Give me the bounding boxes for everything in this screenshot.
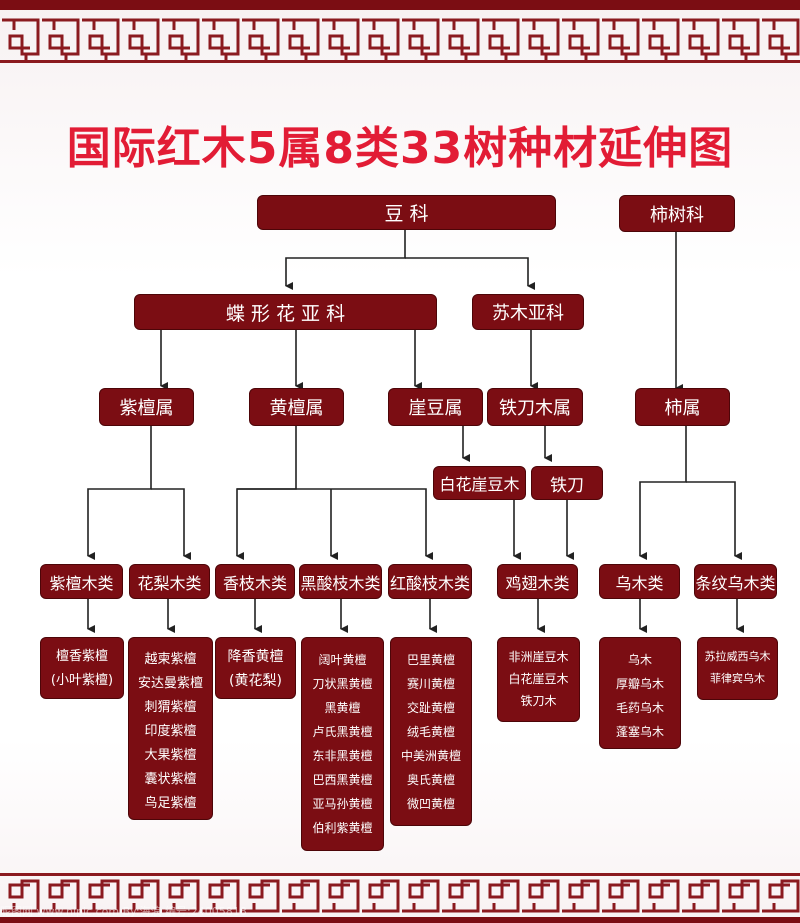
leaf-xiangzhimu-species: 降香黄檀 (黄花梨) (215, 637, 296, 699)
node-zitanmulei: 紫檀木类 (40, 564, 123, 599)
node-tiedao: 铁刀 (531, 466, 603, 500)
species-item: (小叶紫檀) (50, 673, 114, 688)
node-shishuke: 柿树科 (619, 195, 735, 232)
leaf-zitanmu-species: 檀香紫檀 (小叶紫檀) (40, 637, 124, 699)
leaf-hongsuanzhimu-species: 巴里黄檀 赛川黄檀 交趾黄檀 绒毛黄檀 中美洲黄檀 奥氏黄檀 微凹黄檀 (390, 637, 472, 826)
species-item: 非洲崖豆木 (508, 650, 569, 664)
leaf-wumu-species: 乌木 厚瓣乌木 毛药乌木 蓬塞乌木 (599, 637, 681, 749)
node-zitanshu: 紫檀属 (99, 388, 194, 426)
bottom-lattice-border (0, 873, 800, 923)
node-yadoushu: 崖豆属 (388, 388, 483, 426)
node-huangtanshu: 黄檀属 (249, 388, 344, 426)
species-item: 铁刀木 (520, 694, 557, 708)
species-item: 中美洲黄檀 (400, 749, 461, 763)
node-jichimulei: 鸡翅木类 (497, 564, 578, 599)
species-item: 奥氏黄檀 (406, 773, 455, 787)
species-item: 卢氏黑黄檀 (312, 725, 373, 739)
leaf-hualimu-species: 越柬紫檀 安达曼紫檀 刺猬紫檀 印度紫檀 大果紫檀 囊状紫檀 鸟足紫檀 (128, 637, 213, 820)
species-item: 安达曼紫檀 (137, 676, 203, 691)
species-item: 阔叶黄檀 (318, 653, 367, 667)
species-item: 伯利紫黄檀 (312, 821, 373, 835)
node-hualimulei: 花梨木类 (129, 564, 210, 599)
species-item: 绒毛黄檀 (406, 725, 455, 739)
leaf-heisuanzhimu-species: 阔叶黄檀 刀状黑黄檀 黑黄檀 卢氏黑黄檀 东非黑黄檀 巴西黑黄檀 亚马孙黄檀 伯… (301, 637, 384, 851)
species-item: 刀状黑黄檀 (312, 677, 373, 691)
species-item: 降香黄檀 (227, 649, 284, 665)
species-item: 毛药乌木 (615, 701, 664, 715)
species-item: 蓬塞乌木 (615, 725, 664, 739)
node-tiaowenwumulei: 条纹乌木类 (694, 564, 777, 599)
node-hongsuanzhimulei: 红酸枝木类 (388, 564, 472, 599)
species-item: 赛川黄檀 (406, 677, 455, 691)
node-diexinghuayake: 蝶 形 花 亚 科 (134, 294, 437, 330)
species-item: 白花崖豆木 (508, 672, 569, 686)
species-item: 大果紫檀 (144, 748, 197, 763)
node-baihuayadoumu: 白花崖豆木 (433, 466, 526, 500)
species-item: 檀香紫檀 (55, 649, 108, 664)
species-item: 印度紫檀 (144, 724, 197, 739)
species-item: 苏拉威西乌木 (704, 650, 771, 663)
species-item: 菲律宾乌木 (710, 672, 765, 685)
node-shishu: 柿属 (635, 388, 730, 426)
species-item: 东非黑黄檀 (312, 749, 373, 763)
node-xiangzhimulei: 香枝木类 (215, 564, 295, 599)
node-sumuyake: 苏木亚科 (472, 294, 584, 330)
node-wumulei: 乌木类 (599, 564, 680, 599)
node-heisuanzhimulei: 黑酸枝木类 (299, 564, 382, 599)
species-item: 巴里黄檀 (406, 653, 455, 667)
species-item: 微凹黄檀 (406, 797, 455, 811)
species-item: 交趾黄檀 (406, 701, 455, 715)
leaf-jichimu-species: 非洲崖豆木 白花崖豆木 铁刀木 (497, 637, 580, 722)
species-item: 鸟足紫檀 (144, 796, 197, 811)
species-item: 黑黄檀 (324, 701, 361, 715)
page-title: 国际红木5属8类33树种材延伸图 (66, 123, 734, 174)
species-item: 乌木 (627, 653, 652, 667)
species-item: 亚马孙黄檀 (312, 797, 373, 811)
leaf-tiaowenwumu-species: 苏拉威西乌木 菲律宾乌木 (697, 637, 778, 700)
species-item: 越柬紫檀 (144, 652, 197, 667)
species-item: 巴西黑黄檀 (312, 773, 373, 787)
top-lattice-border (0, 0, 800, 63)
species-item: 厚瓣乌木 (615, 677, 664, 691)
watermark: 昵图网 www.nipic.com By:海浪 编号:24005818 (0, 905, 247, 918)
species-item: (黄花梨) (229, 673, 282, 689)
node-douke: 豆 科 (257, 195, 556, 230)
node-tiedaomushu: 铁刀木属 (487, 388, 583, 426)
species-item: 囊状紫檀 (144, 772, 197, 787)
species-item: 刺猬紫檀 (144, 700, 197, 715)
